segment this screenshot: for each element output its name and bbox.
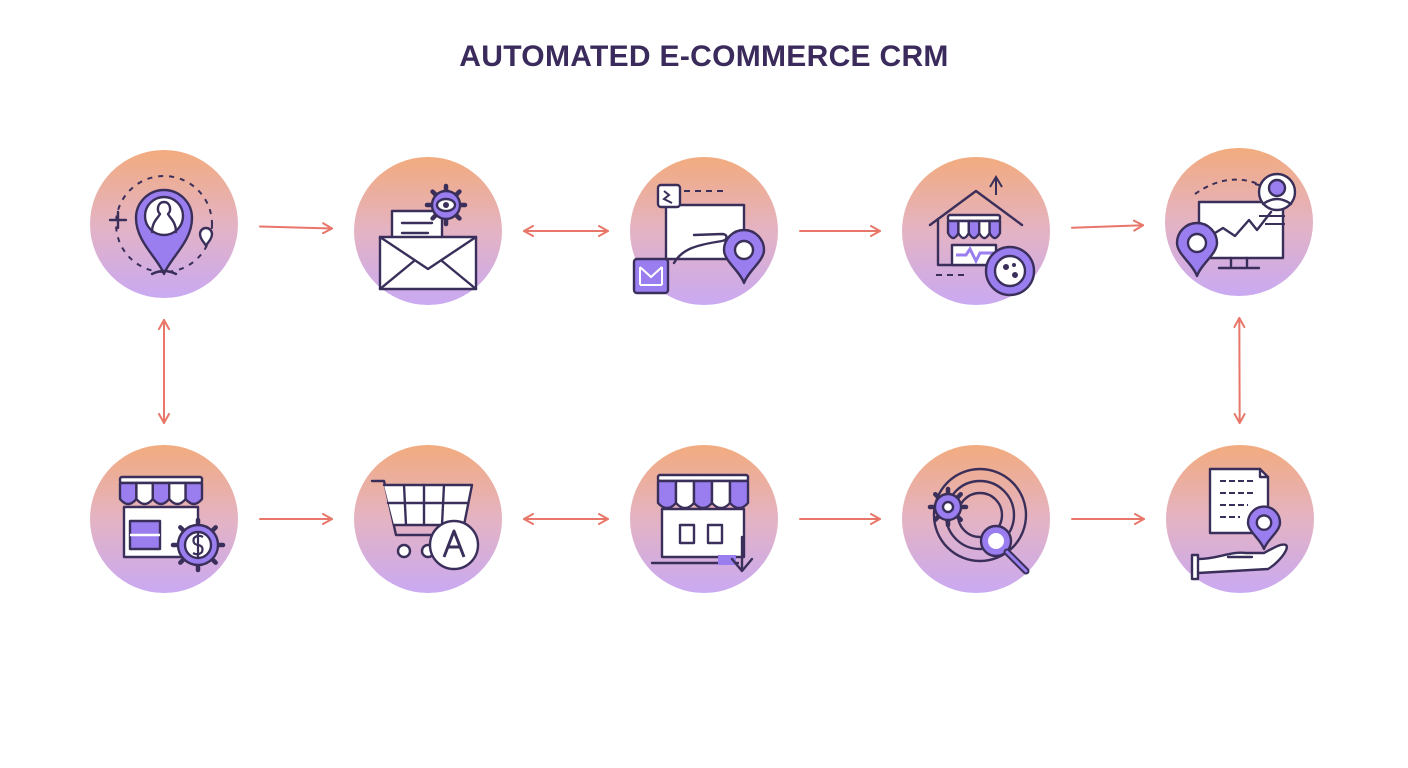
- edge-n1-n2-arrow: [258, 222, 334, 235]
- store-analytics-house-icon: [928, 175, 1036, 297]
- storefront-download-icon: [650, 473, 754, 573]
- document-delivery-hand-icon: [1190, 467, 1288, 581]
- web-touch-location-icon: [632, 183, 766, 295]
- storefront-payment-gear-icon: [118, 475, 226, 573]
- node-n3: [630, 157, 778, 305]
- node-n2: [354, 157, 502, 305]
- location-analytics-monitor-icon: [1175, 172, 1297, 278]
- page-title: AUTOMATED E-COMMERCE CRM: [459, 40, 949, 73]
- nodes-layer: [90, 148, 1314, 593]
- node-n9: [902, 445, 1050, 593]
- customer-location-pin-icon: [108, 175, 214, 276]
- node-n8: [630, 445, 778, 593]
- node-n6: [90, 445, 238, 593]
- node-n7: [354, 445, 502, 593]
- edge-n4-n5-arrow: [1070, 219, 1145, 232]
- node-n1: [90, 150, 238, 298]
- email-settings-envelope-icon: [378, 183, 478, 291]
- node-n4: [902, 157, 1050, 305]
- shopping-cart-icon: [370, 479, 480, 571]
- edges-layer: [158, 219, 1246, 525]
- node-n5: [1165, 148, 1313, 296]
- target-search-icon: [927, 467, 1030, 575]
- node-n10: [1166, 445, 1314, 593]
